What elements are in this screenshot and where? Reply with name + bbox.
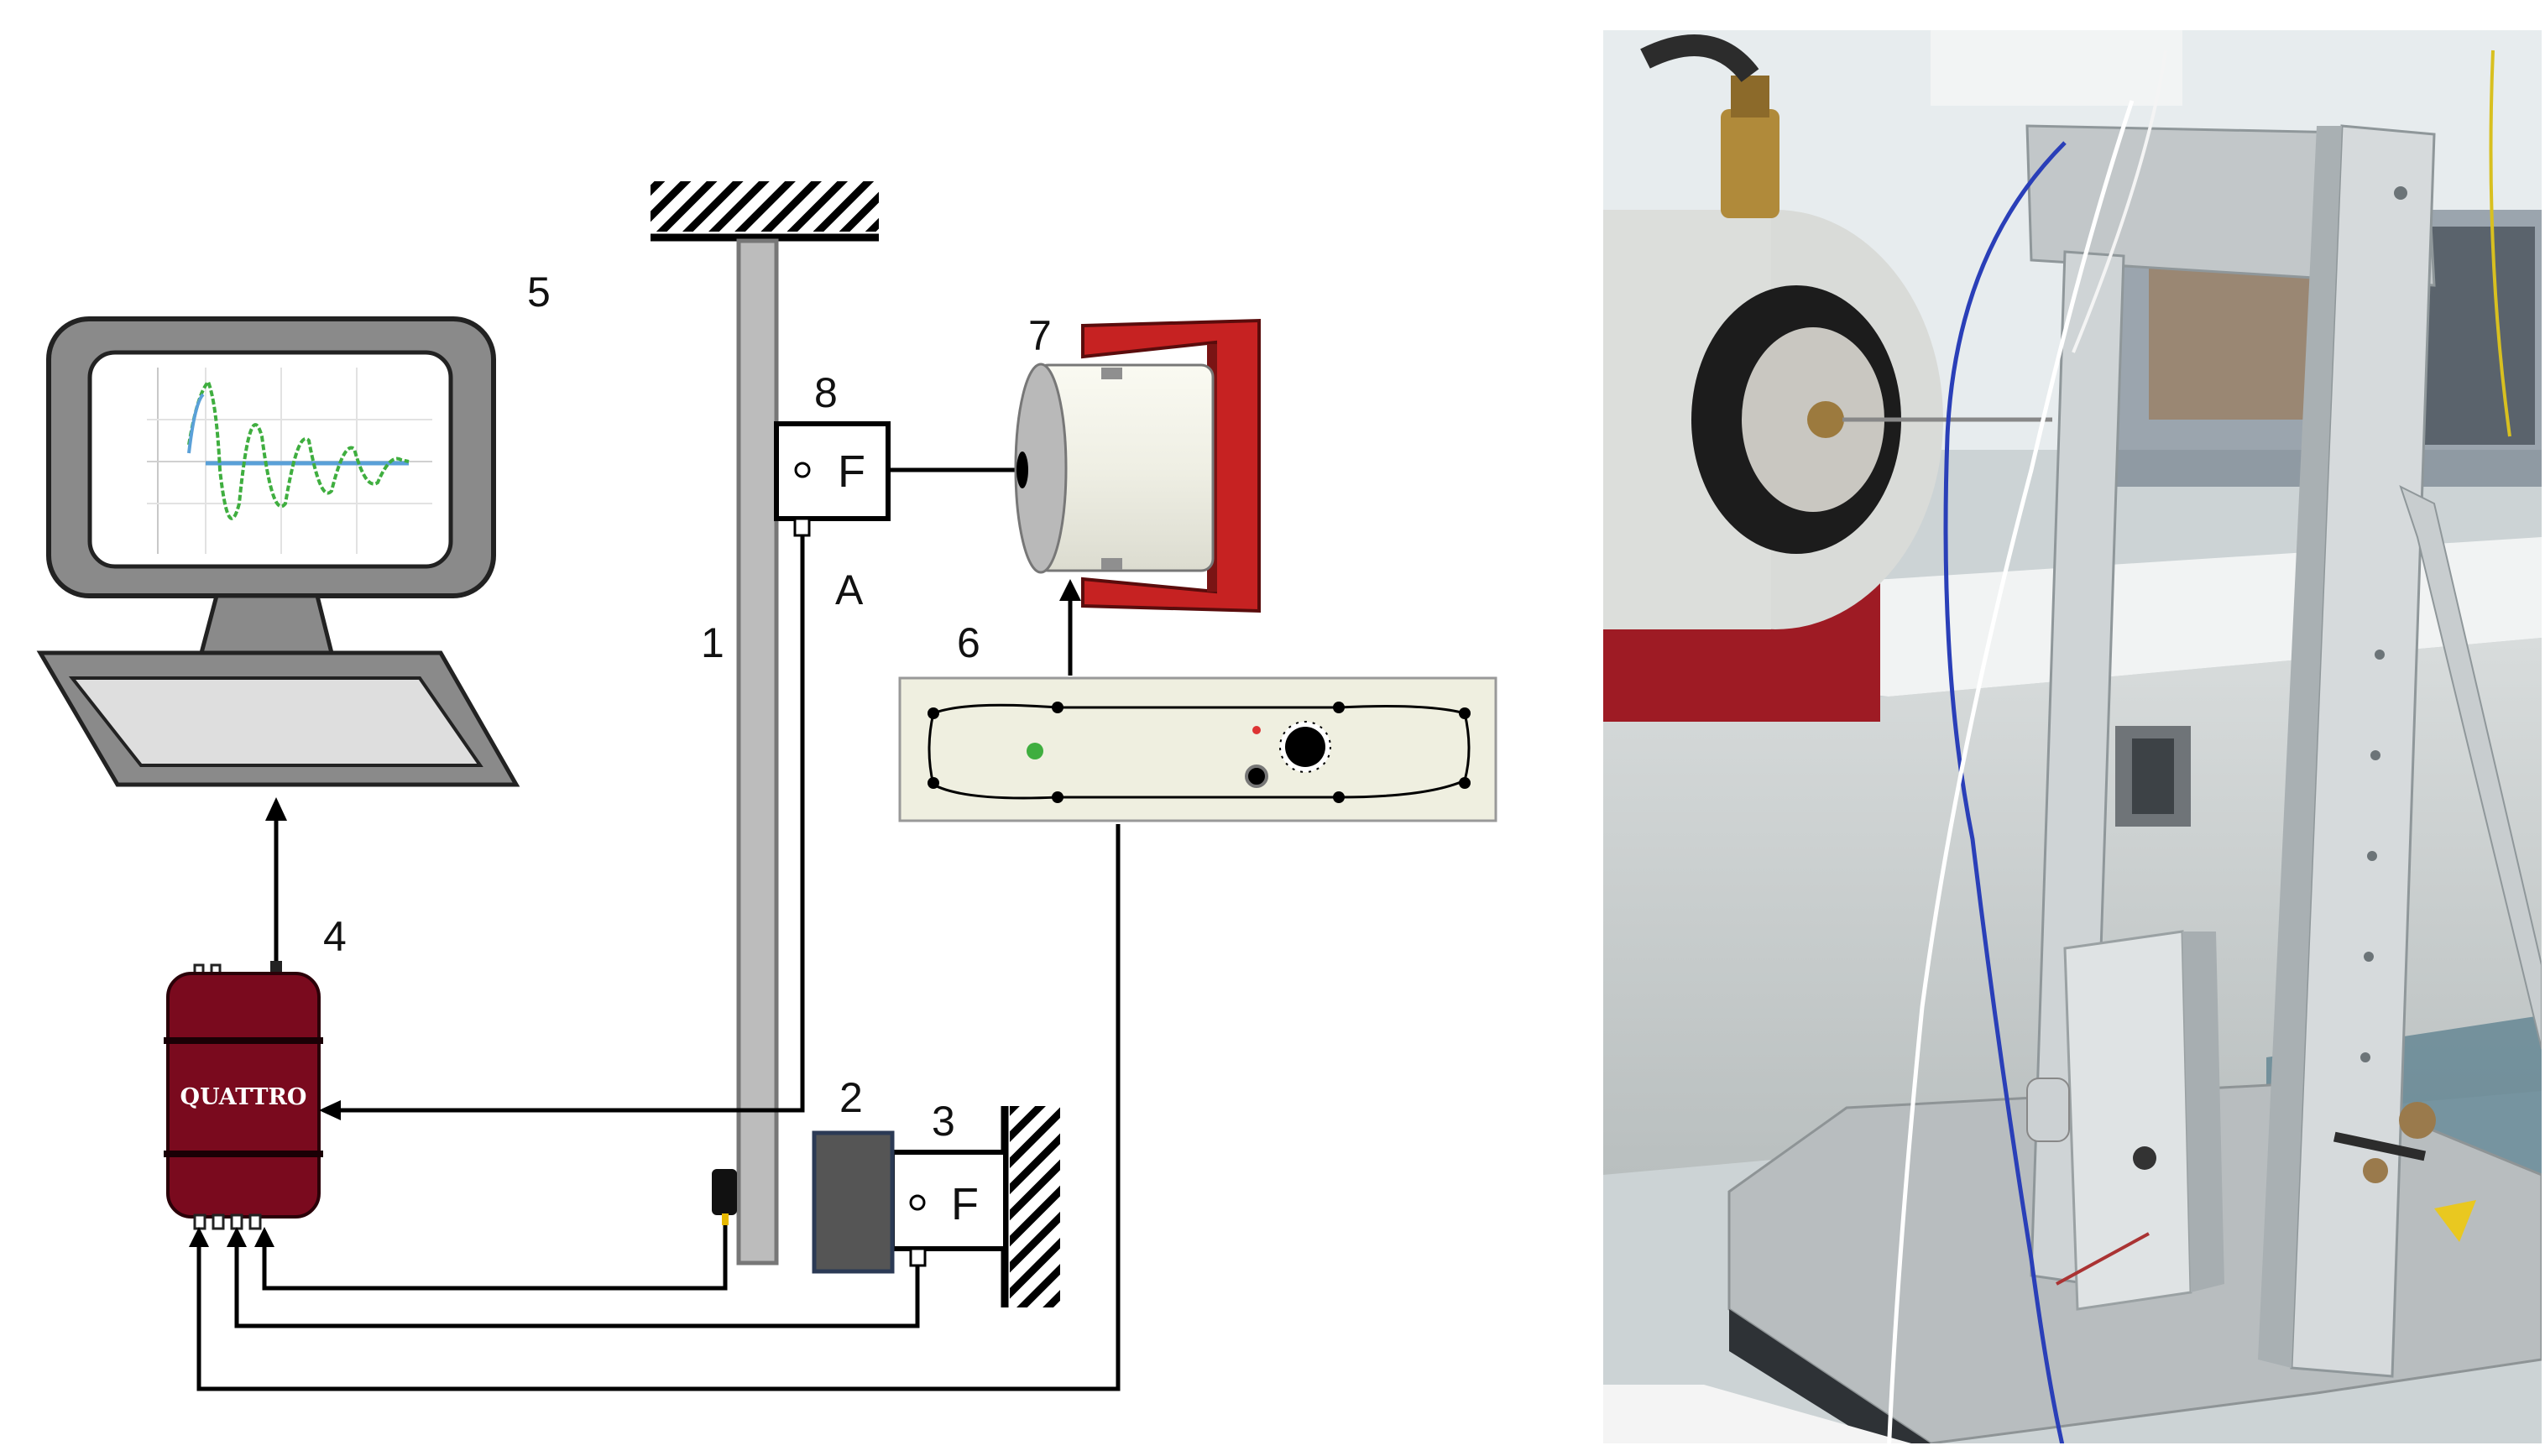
photo-cable-blue: [1943, 141, 2067, 1443]
label-2: 2: [839, 1074, 863, 1121]
knob-icon: [1279, 721, 1331, 773]
label-6: 6: [957, 619, 980, 666]
label-1: 1: [701, 619, 724, 666]
ceiling-support: [651, 181, 879, 242]
computer: [36, 316, 520, 787]
force-symbol-base: F: [951, 1179, 979, 1229]
amplifier: [898, 676, 1497, 822]
label-4: 4: [323, 913, 347, 960]
force-sensor-base: [890, 1150, 1008, 1251]
sensor-dot-icon: [909, 1194, 926, 1211]
accelerometer-block: [812, 1130, 895, 1274]
daq-quattro: QUATTRO: [164, 961, 323, 1230]
shaker-face: [1014, 363, 1068, 574]
monitor-stand: [198, 593, 335, 655]
hatched-wall-icon: [651, 181, 879, 232]
lab-photo: [1603, 30, 2542, 1443]
base-assembly: F: [812, 1106, 1060, 1307]
label-a: A: [835, 566, 864, 613]
photo-beam: [2026, 930, 2224, 1311]
label-8: 8: [814, 369, 838, 416]
signal-wires: [189, 535, 1121, 1391]
screen-plot: [147, 368, 432, 554]
keyboard-keys: [68, 676, 483, 767]
component-labels: 1 2 3 4 5 6 7 8 A: [323, 269, 1052, 1145]
green-led-icon: [1027, 743, 1043, 759]
photo-shaker: [1603, 34, 2052, 722]
shaker-armature: [1016, 451, 1028, 488]
label-3: 3: [932, 1098, 955, 1145]
photo-cable-white: [1887, 100, 2135, 1443]
sensor-dot-icon: [794, 462, 811, 478]
shaker: [1014, 318, 1261, 613]
monitor-screen: [87, 350, 453, 569]
force-symbol-top: F: [838, 446, 865, 497]
hatched-wall-icon: [1010, 1106, 1060, 1307]
shaker-frame: [1081, 318, 1261, 613]
label-7: 7: [1028, 312, 1052, 359]
schematic: QUATTRO F: [36, 181, 1497, 1391]
red-led-icon: [1252, 726, 1261, 734]
force-sensor-top: F: [774, 421, 891, 537]
beam-accelerometer: [712, 1169, 737, 1225]
amplifier-panel: [898, 676, 1497, 822]
label-5: 5: [527, 269, 551, 316]
daq-name: QUATTRO: [180, 1084, 307, 1110]
photo-frame: [2025, 124, 2542, 1378]
input-jack-icon: [1245, 765, 1268, 788]
cantilever-beam: [736, 238, 779, 1266]
